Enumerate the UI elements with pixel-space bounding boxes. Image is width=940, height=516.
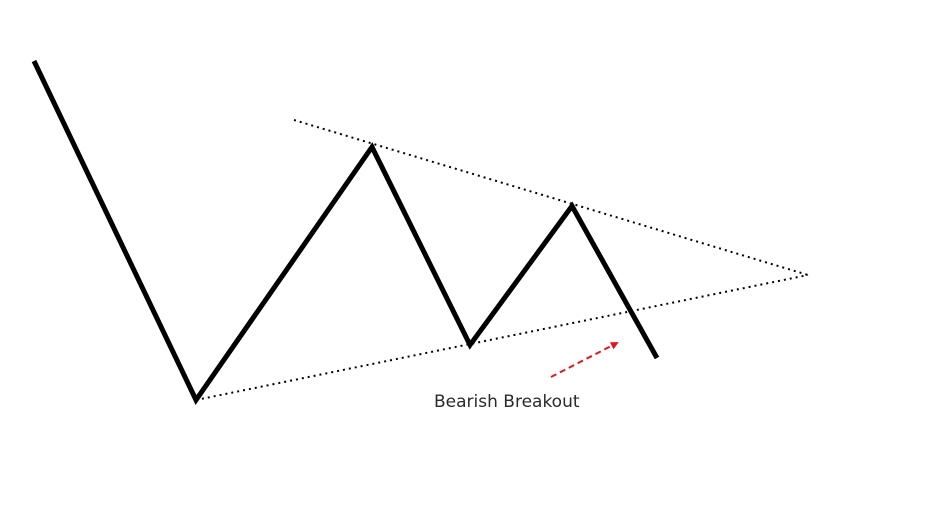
breakout-arrow (550, 342, 619, 378)
breakout-label: Bearish Breakout (434, 392, 580, 412)
price-path (31, 59, 660, 405)
upper-trendline (293, 119, 809, 276)
lower-trendline (195, 274, 809, 401)
